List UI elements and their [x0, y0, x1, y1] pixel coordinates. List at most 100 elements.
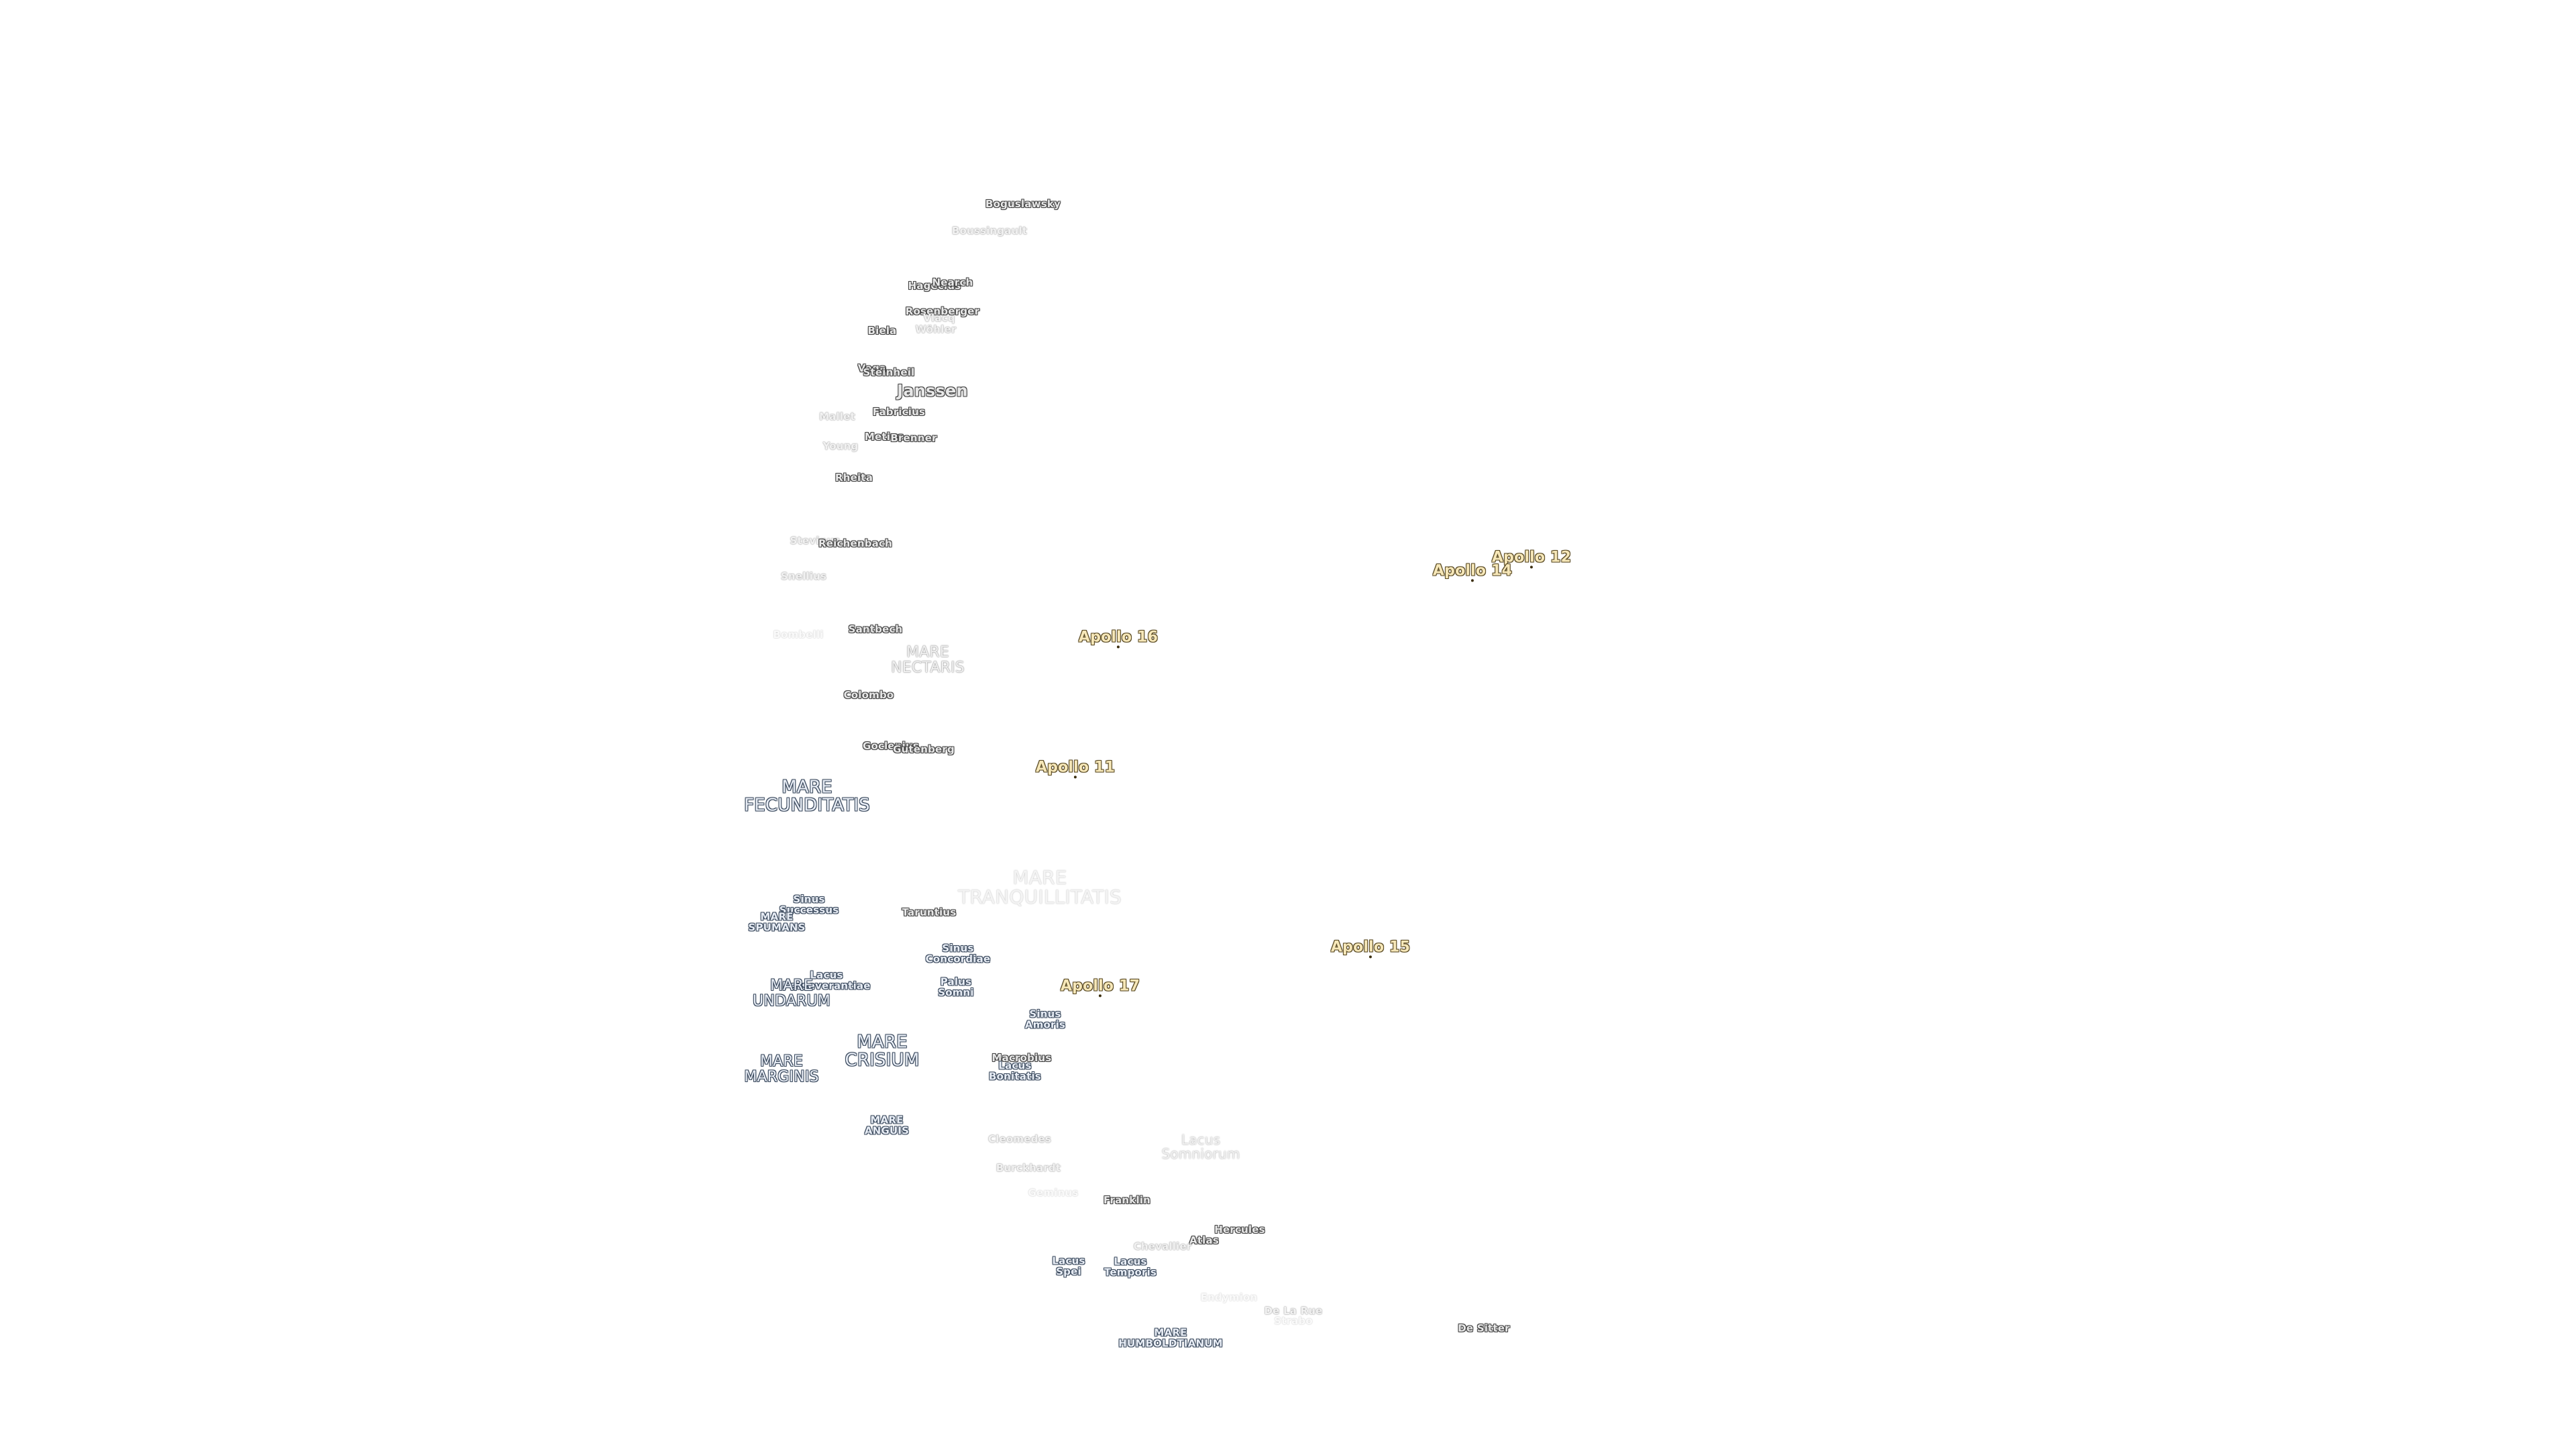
label-text: Brenner — [890, 432, 937, 445]
label-text: Apollo 12 — [1491, 549, 1572, 566]
label-line: Sinus — [793, 893, 825, 906]
label-vega: Vega — [857, 362, 887, 375]
label-line: SPUMANS — [748, 921, 806, 933]
label-line: Somni — [938, 986, 974, 998]
label-line: NECTARIS — [891, 659, 965, 676]
label-line: TRANQUILLITATIS — [958, 886, 1122, 908]
landing-site-marker-icon — [1116, 645, 1120, 649]
label-line: Lacus — [810, 969, 843, 981]
label-text: Endymion — [1200, 1291, 1258, 1304]
label-line: Amoris — [1024, 1018, 1066, 1030]
label-line: Perseverantiae — [782, 979, 871, 991]
label-metius: Metius — [864, 431, 904, 443]
label-apollo-14: Apollo 14 — [1433, 563, 1512, 582]
label-text: Biela — [867, 325, 897, 337]
label-line: Somniorum — [1161, 1146, 1240, 1162]
label-text: Goclenius — [862, 740, 920, 753]
label-text: Burckhardt — [996, 1162, 1061, 1175]
label-text: Taruntius — [902, 906, 957, 919]
label-bombelli: Bombelli — [773, 629, 823, 641]
label-text: Chevallier — [1133, 1240, 1192, 1253]
label-boguslawsky: Boguslawsky — [985, 199, 1061, 210]
label-line: MARE — [906, 643, 950, 661]
label-text: Young — [822, 440, 859, 453]
label-young: Young — [823, 441, 859, 452]
landing-site-marker-icon — [1470, 579, 1474, 582]
label-text: Apollo 16 — [1078, 629, 1159, 646]
label-line: MARE — [760, 910, 794, 923]
label-line: Spei — [1056, 1265, 1081, 1277]
label-text: Vlacq — [923, 312, 955, 325]
label-hercules: Hercules — [1214, 1224, 1265, 1236]
label-chevallier: Chevallier — [1133, 1240, 1192, 1253]
label-text: Macrobius — [991, 1052, 1052, 1065]
label-gutenberg: Gutenberg — [893, 743, 955, 756]
label-apollo-11: Apollo 11 — [1036, 759, 1115, 779]
label-biela: Biela — [867, 325, 897, 337]
label-text: Stevinus — [790, 535, 841, 547]
label-text: Geminus — [1028, 1187, 1079, 1199]
label-line: MARE — [769, 977, 814, 994]
label-apollo-16: Apollo 16 — [1078, 629, 1159, 649]
label-text: Vega — [857, 362, 887, 375]
label-text: Snellius — [780, 570, 827, 583]
label-line: Successus — [779, 904, 839, 916]
label-taruntius: Taruntius — [902, 906, 957, 919]
label-mallet: Mallet — [819, 411, 855, 423]
label-line: MARE — [1154, 1326, 1187, 1339]
label-line: MARE — [1012, 866, 1067, 889]
label-apollo-15: Apollo 15 — [1331, 939, 1410, 959]
label-line: MARE — [857, 1032, 908, 1053]
label-burckhardt: Burckhardt — [996, 1163, 1061, 1174]
label-macrobius: Macrobius — [992, 1053, 1052, 1064]
landing-site-marker-icon — [1529, 566, 1533, 569]
label-text: Janssen — [897, 381, 968, 400]
label-line: Palus — [940, 975, 972, 988]
label-line: MARE — [870, 1114, 904, 1126]
landing-site-marker-icon — [1368, 955, 1372, 959]
label-line: Sinus — [942, 942, 974, 955]
label-janssen: Janssen — [897, 382, 968, 399]
label-text: Boguslawsky — [985, 198, 1061, 211]
label-line: UNDARUM — [753, 993, 830, 1010]
label-line: ANGUIS — [864, 1124, 910, 1136]
label-text: Wöhler — [915, 323, 957, 336]
label-text: Apollo 17 — [1060, 977, 1140, 995]
label-text: Reichenbach — [818, 537, 892, 550]
label-text: Metius — [864, 431, 904, 443]
label-text: De Sitter — [1458, 1322, 1510, 1335]
label-rheita: Rheita — [835, 472, 873, 484]
label-text: Atlas — [1189, 1234, 1219, 1247]
label-line: Sinus — [1029, 1008, 1061, 1020]
label-text: Strabo — [1274, 1315, 1313, 1328]
label-line: Lacus — [998, 1059, 1032, 1072]
label-text: Rosenberger — [905, 305, 980, 318]
label-text: Cleomedes — [987, 1133, 1052, 1146]
label-de-la-rue: De La Rue — [1264, 1305, 1323, 1318]
label-text: De La Rue — [1264, 1305, 1323, 1318]
label-snellius: Snellius — [780, 570, 827, 583]
label-text: Boussingault — [951, 225, 1028, 237]
label-text: Franklin — [1103, 1194, 1151, 1207]
label-text: Gutenberg — [893, 743, 955, 756]
label-text: Hercules — [1214, 1224, 1265, 1236]
label-wohler: Wöhler — [915, 323, 957, 336]
label-fabricius: Fabricius — [873, 407, 925, 418]
label-rosenberger: Rosenberger — [905, 305, 980, 318]
label-text: Mallet — [819, 411, 855, 423]
